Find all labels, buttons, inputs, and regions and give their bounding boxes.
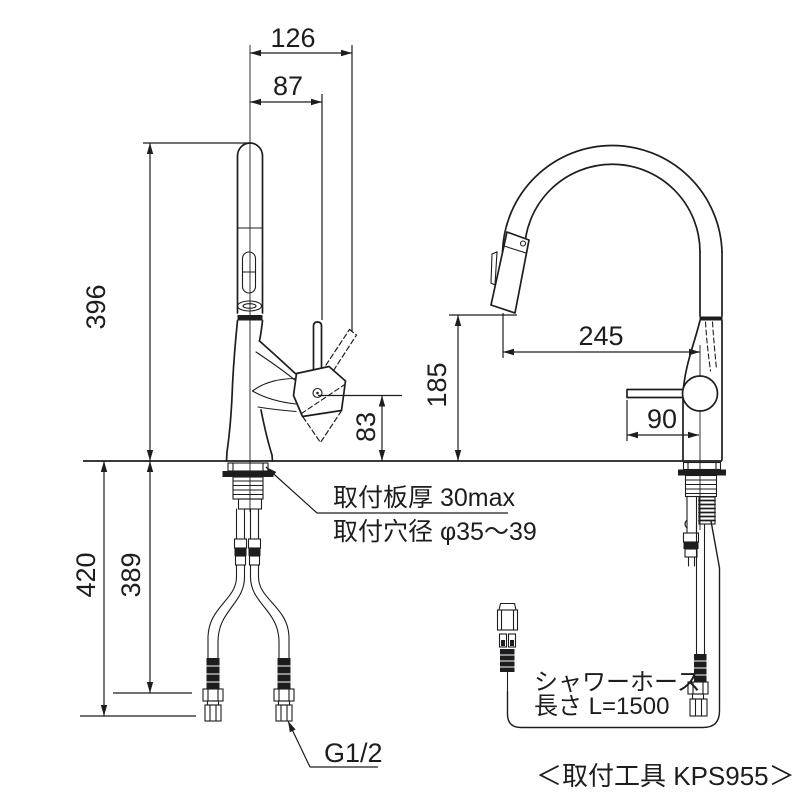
shower-hose-end <box>687 654 709 717</box>
installation-tool-label: ＜取付工具 KPS955＞ <box>536 761 795 791</box>
dim-396-label: 396 <box>81 284 111 329</box>
hose-connector-right <box>273 658 295 722</box>
dim-389-label: 389 <box>116 552 146 597</box>
dim-87-label: 87 <box>273 71 303 101</box>
dim-126-label: 126 <box>270 23 315 53</box>
supply-tube-fitting-right <box>247 538 262 566</box>
mounting-plate-thickness-label: 取付板厚 30max <box>333 484 515 512</box>
hose-adapter <box>496 602 519 693</box>
shower-hose-name-label: シャワーホース <box>534 669 701 696</box>
dim-420-label: 420 <box>71 552 101 597</box>
dimension-lines <box>80 45 700 768</box>
dim-245-label: 245 <box>578 321 623 351</box>
hose-connector-left <box>202 658 224 722</box>
supply-tube-fitting-left <box>233 538 248 566</box>
shower-hose-length-label: 長さ L=1500 <box>534 693 669 720</box>
hose-spring <box>698 496 716 525</box>
thread-size-label: G1/2 <box>324 738 383 768</box>
annotation-labels: 取付板厚 30max 取付穴径 φ35〜39 G1/2 シャワーホース 長さ L… <box>324 484 795 791</box>
mounting-hole-diameter-label: 取付穴径 φ35〜39 <box>333 518 537 546</box>
side-view-faucet <box>490 144 726 729</box>
dim-90-label: 90 <box>647 404 677 434</box>
dim-83-label: 83 <box>351 412 381 442</box>
spray-head <box>490 231 530 314</box>
front-view-faucet <box>202 45 358 722</box>
hose-group-bracket <box>506 520 721 729</box>
dimension-labels: 126 87 396 83 420 389 245 185 90 <box>71 23 677 598</box>
dim-185-label: 185 <box>422 362 452 407</box>
